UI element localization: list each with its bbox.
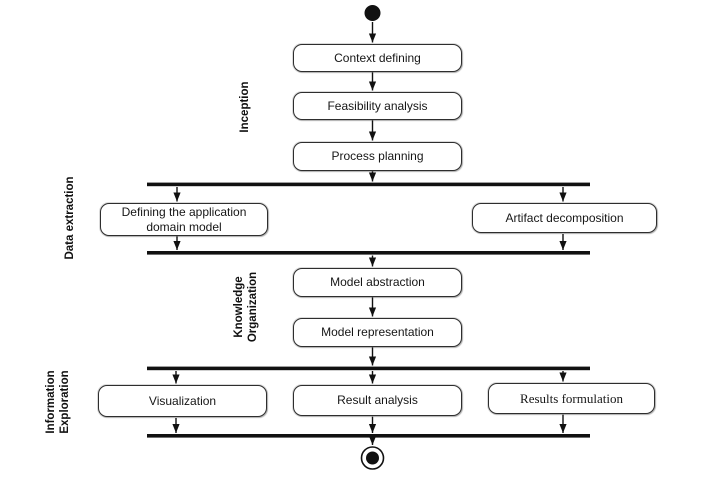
activity-visualization: Visualization [98,385,267,417]
phase-label-data-extraction: Data extraction [64,176,77,260]
activity-defining-application-domain-model: Defining the application domain model [100,203,268,236]
activity-result-analysis: Result analysis [293,385,462,416]
activity-label: Visualization [148,393,217,408]
activity-label: Model representation [321,325,434,340]
activity-results-formulation: Results formulation [488,383,655,414]
phase-label-information-exploration: Information Exploration [45,370,71,434]
activity-process-planning: Process planning [293,142,462,171]
fork-bar-2 [147,366,590,371]
activity-label: Model abstraction [330,275,425,290]
activity-label: Artifact decomposition [505,210,624,225]
activity-label: Result analysis [337,393,418,408]
fork-bar-1 [147,182,590,187]
activity-label: Results formulation [520,390,623,406]
activity-label: Context defining [334,50,421,65]
join-bar-1 [147,251,590,255]
activity-context-defining: Context defining [293,44,462,72]
final-node [360,446,385,470]
initial-node [364,5,381,21]
activity-label: Process planning [331,149,424,164]
activity-model-abstraction: Model abstraction [293,268,462,297]
activity-label: Feasibility analysis [327,98,428,113]
activity-label: Defining the application domain model [121,205,247,234]
phase-label-inception: Inception [239,81,252,133]
phase-label-knowledge-organization: Knowledge Organization [233,271,259,343]
activity-feasibility-analysis: Feasibility analysis [293,92,462,120]
activity-model-representation: Model representation [293,318,462,347]
join-bar-2 [147,434,590,438]
activity-artifact-decomposition: Artifact decomposition [472,203,657,233]
